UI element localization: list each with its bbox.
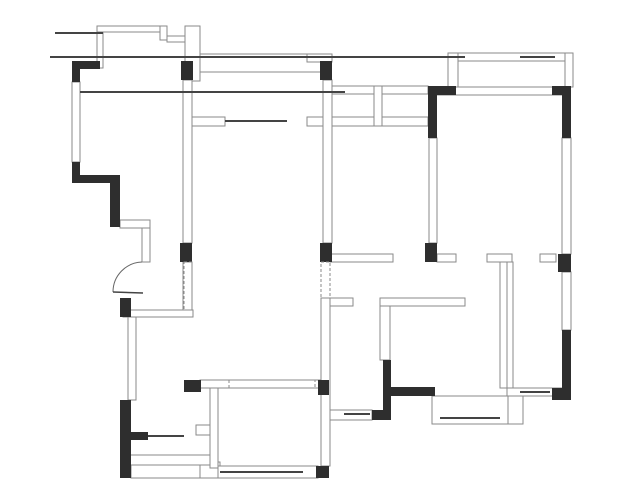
wall [199, 379, 321, 389]
column [428, 86, 456, 95]
column [72, 61, 100, 69]
wall [428, 137, 438, 244]
wall [166, 35, 188, 43]
wall [447, 52, 459, 88]
column [72, 61, 80, 82]
wall [379, 305, 391, 361]
openings [112, 261, 331, 389]
wall [561, 137, 572, 255]
column [383, 360, 391, 418]
column [320, 243, 332, 262]
wall [96, 25, 161, 33]
wall [306, 116, 324, 127]
dashed-opening [183, 261, 193, 311]
wall [182, 79, 193, 244]
wall [159, 25, 168, 41]
wall [506, 261, 514, 389]
windows [50, 32, 555, 473]
wall [141, 227, 151, 263]
wall [71, 81, 81, 163]
column [552, 388, 571, 400]
column [558, 254, 571, 272]
wall [209, 387, 219, 469]
door-leaf [112, 291, 144, 294]
wall [379, 297, 466, 307]
wall [486, 253, 513, 263]
column [131, 432, 148, 440]
column [120, 400, 131, 478]
column [552, 86, 571, 95]
wall [507, 395, 524, 425]
wall [539, 253, 557, 263]
column [72, 175, 120, 183]
column [110, 175, 120, 227]
column [184, 380, 201, 392]
wall [119, 219, 151, 229]
wall [431, 395, 509, 425]
column [562, 330, 571, 400]
door-swing-arc [112, 261, 143, 293]
wall [329, 297, 354, 307]
column [318, 380, 329, 395]
structural-columns [72, 61, 571, 478]
wall [191, 116, 226, 127]
column [425, 243, 437, 262]
column [72, 162, 80, 183]
wall [436, 253, 457, 263]
wall [125, 454, 211, 466]
column [562, 95, 571, 138]
column [316, 466, 329, 478]
wall [127, 316, 137, 401]
column [320, 61, 332, 80]
wall [195, 424, 211, 436]
column [180, 243, 192, 262]
column [120, 298, 131, 317]
wall [564, 52, 574, 88]
column [428, 95, 437, 138]
column [391, 387, 435, 396]
wall [329, 253, 394, 263]
dashed-opening [320, 261, 331, 299]
column [181, 61, 193, 80]
dashed-opening [228, 379, 316, 389]
wall [322, 79, 333, 244]
column [372, 410, 391, 420]
wall [561, 271, 572, 331]
wall [122, 309, 194, 318]
wall [373, 85, 383, 127]
wall [499, 261, 508, 389]
